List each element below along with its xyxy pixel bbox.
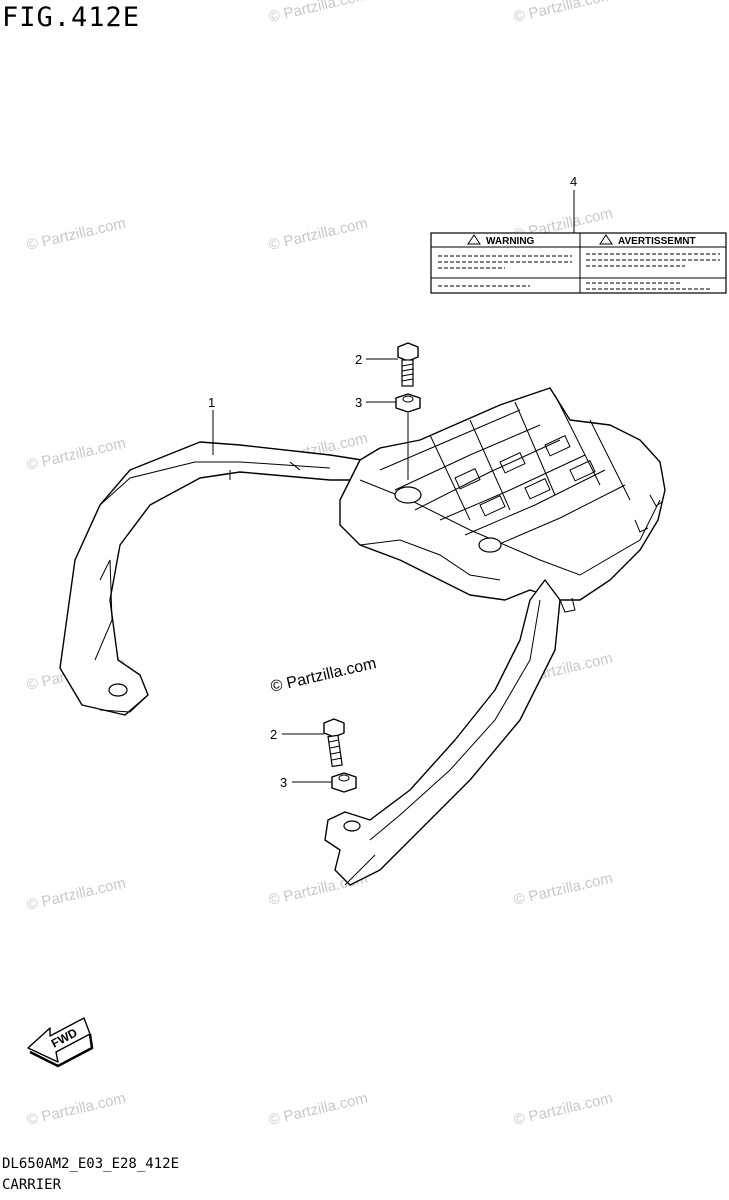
watermark: © Partzilla.com bbox=[25, 1090, 127, 1129]
watermark-main: © Partzilla.com bbox=[269, 655, 378, 696]
fwd-arrow-icon: FWD bbox=[27, 1017, 94, 1068]
washer-lower bbox=[331, 772, 357, 793]
watermark: © Partzilla.com bbox=[25, 875, 127, 914]
warning-header-left: WARNING bbox=[486, 236, 535, 247]
washer-upper bbox=[395, 393, 421, 413]
figure-code: DL650AM2_E03_E28_412E bbox=[2, 1156, 180, 1172]
callout-3-upper: 3 bbox=[355, 395, 362, 410]
callout-3-lower: 3 bbox=[280, 775, 287, 790]
warning-label: WARNING AVERTISSEMNT bbox=[430, 232, 727, 294]
figure-title: FIG.412E bbox=[2, 2, 141, 33]
bolt-lower bbox=[323, 718, 345, 768]
callout-2-lower: 2 bbox=[270, 727, 277, 742]
label-text-lines bbox=[438, 253, 720, 290]
callout-1: 1 bbox=[208, 395, 215, 410]
watermark: © Partzilla.com bbox=[512, 1090, 614, 1129]
watermark: © Partzilla.com bbox=[25, 215, 127, 254]
carrier-rack bbox=[59, 387, 666, 886]
callout-4: 4 bbox=[570, 174, 577, 189]
warning-triangle-icon bbox=[599, 234, 613, 245]
warning-header-right: AVERTISSEMNT bbox=[618, 236, 696, 247]
watermark: © Partzilla.com bbox=[267, 215, 369, 254]
warning-triangle-icon bbox=[467, 234, 481, 245]
figure-name: CARRIER bbox=[2, 1177, 62, 1193]
watermark: © Partzilla.com bbox=[267, 1090, 369, 1129]
watermark: © Partzilla.com bbox=[267, 0, 369, 26]
watermark: © Partzilla.com bbox=[25, 435, 127, 474]
watermark: © Partzilla.com bbox=[512, 870, 614, 909]
watermark: © Partzilla.com bbox=[512, 0, 614, 26]
bolt-upper bbox=[397, 342, 419, 387]
callout-2-upper: 2 bbox=[355, 352, 362, 367]
